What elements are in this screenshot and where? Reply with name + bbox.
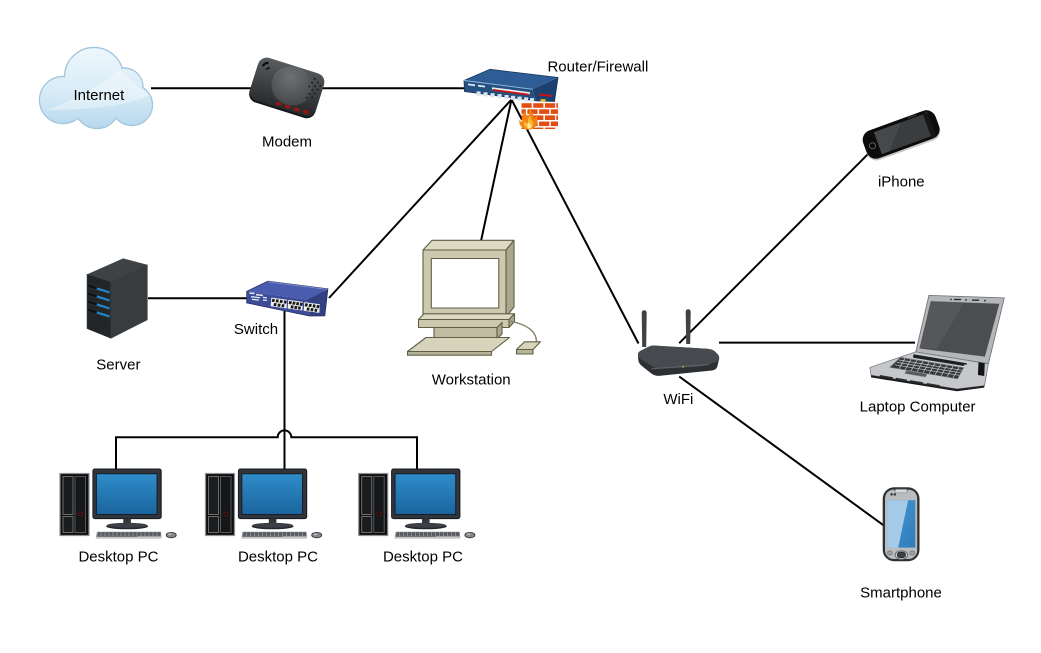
svg-text:iPhone: iPhone — [878, 174, 925, 191]
svg-text:Laptop Computer: Laptop Computer — [860, 399, 976, 416]
svg-text:Server: Server — [96, 356, 140, 373]
svg-text:Desktop PC: Desktop PC — [383, 549, 463, 566]
svg-text:Workstation: Workstation — [432, 372, 511, 389]
svg-text:WiFi: WiFi — [663, 391, 693, 408]
svg-text:Switch: Switch — [234, 321, 278, 338]
svg-text:Router/Firewall: Router/Firewall — [547, 59, 648, 76]
svg-text:Desktop PC: Desktop PC — [238, 549, 318, 566]
svg-text:Desktop PC: Desktop PC — [78, 549, 158, 566]
svg-text:Internet: Internet — [73, 87, 125, 104]
svg-text:Smartphone: Smartphone — [860, 585, 942, 602]
svg-text:Modem: Modem — [262, 133, 312, 150]
